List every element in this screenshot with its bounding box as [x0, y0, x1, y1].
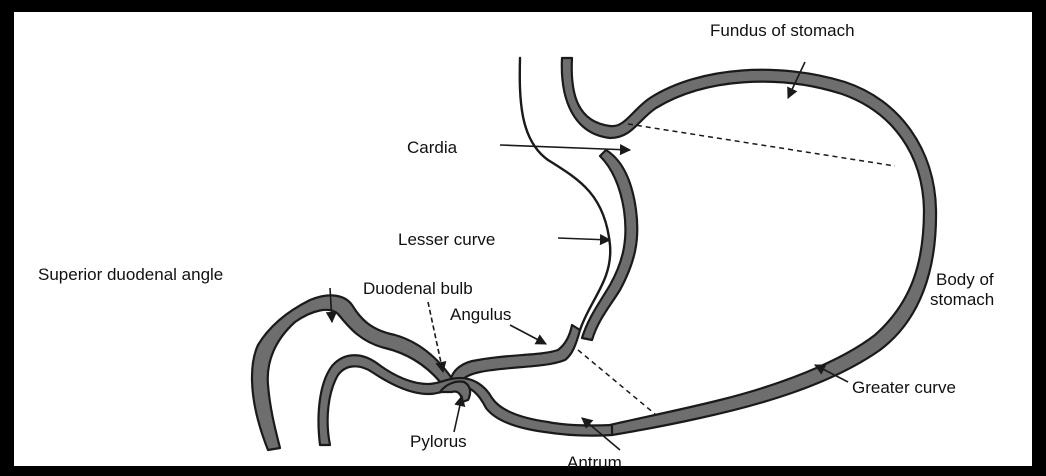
- label-cardia: Cardia: [407, 138, 458, 157]
- label-fundus: Fundus of stomach: [710, 21, 855, 40]
- label-greater-curve: Greater curve: [852, 378, 956, 397]
- angulus-arrow: [510, 325, 546, 344]
- label-lesser-curve: Lesser curve: [398, 230, 495, 249]
- label-angulus: Angulus: [450, 305, 511, 324]
- duodenal-bulb-wall: [252, 295, 455, 450]
- fundus-body-divider: [628, 124, 895, 166]
- angulus-wall: [450, 325, 580, 385]
- cardia-arrow: [500, 145, 630, 150]
- label-body-line2: stomach: [930, 290, 994, 309]
- label-body-line1: Body of: [936, 270, 994, 289]
- body-antrum-divider: [578, 350, 655, 414]
- pylorus-arrow: [454, 396, 462, 432]
- label-duodenal-bulb: Duodenal bulb: [363, 279, 473, 298]
- lesser-curve-arrow: [558, 238, 610, 240]
- label-superior-duodenal-angle: Superior duodenal angle: [38, 265, 223, 284]
- esophagus-left-wall: [520, 58, 611, 330]
- label-antrum: Antrum: [567, 453, 622, 472]
- superior-duodenal-angle-arrow: [330, 288, 332, 322]
- label-pylorus: Pylorus: [410, 432, 467, 451]
